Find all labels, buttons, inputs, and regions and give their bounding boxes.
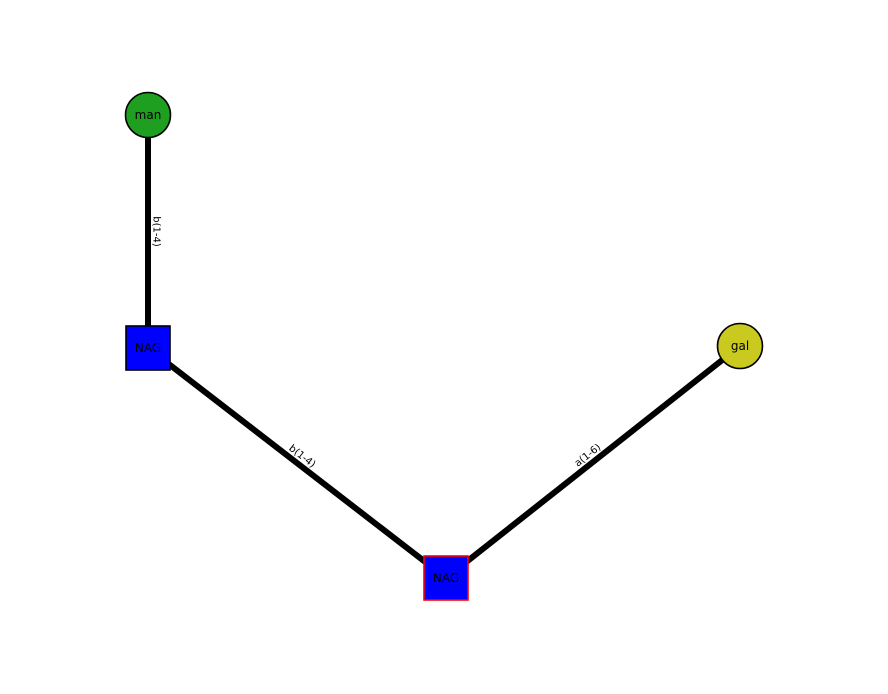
edge-label-man-nag1: b(1-4) (151, 216, 162, 247)
node-gal-label: gal (731, 339, 749, 353)
node-nag1-label: NAG (135, 341, 161, 355)
node-nag2-label: NAG (433, 571, 459, 585)
node-nag1-shape (125, 325, 171, 371)
node-gal-shape (716, 322, 764, 370)
edge-nag2-gal (444, 343, 742, 581)
node-man-label: man (135, 108, 162, 122)
node-man-shape (124, 91, 172, 139)
node-nag2-shape (423, 555, 469, 601)
edge-nag1-nag2 (146, 345, 448, 581)
